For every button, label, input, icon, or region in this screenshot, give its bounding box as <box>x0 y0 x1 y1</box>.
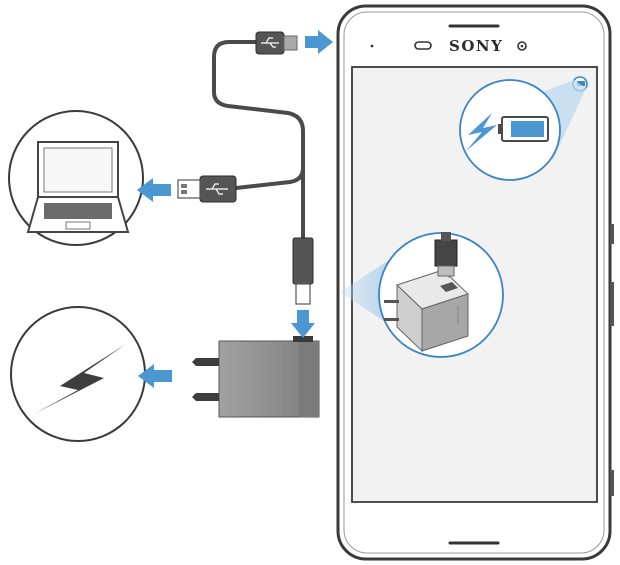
zoomed-charger-prong <box>384 318 399 321</box>
charge-port-slot <box>577 81 585 86</box>
laptop-icon <box>26 141 130 233</box>
arrow-to-laptop-icon <box>137 178 171 202</box>
arrow-to-charger-icon <box>291 310 315 338</box>
phone-side-button <box>610 282 614 326</box>
zoomed-usb-plug-metal <box>437 265 455 277</box>
direction-arrows <box>137 30 333 388</box>
zoomed-charger-prong <box>384 300 399 303</box>
usb-port <box>440 282 458 292</box>
usb-a-tip <box>177 179 201 199</box>
usb-a-tip-charger <box>295 283 311 305</box>
phone-side-button <box>610 470 614 496</box>
charger-usb-port <box>293 336 313 342</box>
cable-wire <box>212 40 305 238</box>
laptop-source <box>8 110 144 246</box>
micro-usb-tip <box>283 35 298 51</box>
arrow-to-phone-icon <box>305 30 333 54</box>
charger-plug-callout <box>340 232 504 358</box>
charger-prong <box>192 358 219 366</box>
phone-sensor <box>370 44 374 48</box>
front-camera-icon <box>517 41 527 51</box>
wall-charger-icon <box>192 336 320 418</box>
usb-a-tip-contact <box>181 184 187 188</box>
charger-prong <box>192 393 219 401</box>
lightning-bolt-icon <box>34 344 126 414</box>
battery-callout <box>459 79 586 181</box>
zoomed-usb-plug <box>434 239 458 267</box>
phone-side-button <box>610 224 614 244</box>
phone-proximity-sensor <box>414 41 432 50</box>
front-camera-lens <box>520 44 524 48</box>
battery-terminal <box>498 124 502 134</box>
usb-a-plug-charger <box>292 237 314 285</box>
phone-inner-bezel <box>343 11 605 554</box>
usb-cable <box>177 31 314 305</box>
battery-level-fill <box>511 121 544 137</box>
charger-side-shade <box>299 341 319 417</box>
usb-a-tip-contact <box>181 190 187 194</box>
usb-symbol-icon <box>261 37 279 48</box>
phone-brand: SONY <box>449 37 503 55</box>
charging-bolt-icon <box>466 113 497 151</box>
usb-symbol-icon <box>206 183 228 195</box>
power-circle <box>10 306 146 442</box>
zoomed-usb-cable <box>441 232 451 241</box>
zoomed-charger-side <box>421 293 469 352</box>
arrow-to-power-icon <box>138 364 172 388</box>
cable-wire-laptop <box>235 167 305 190</box>
power-source <box>10 306 146 442</box>
